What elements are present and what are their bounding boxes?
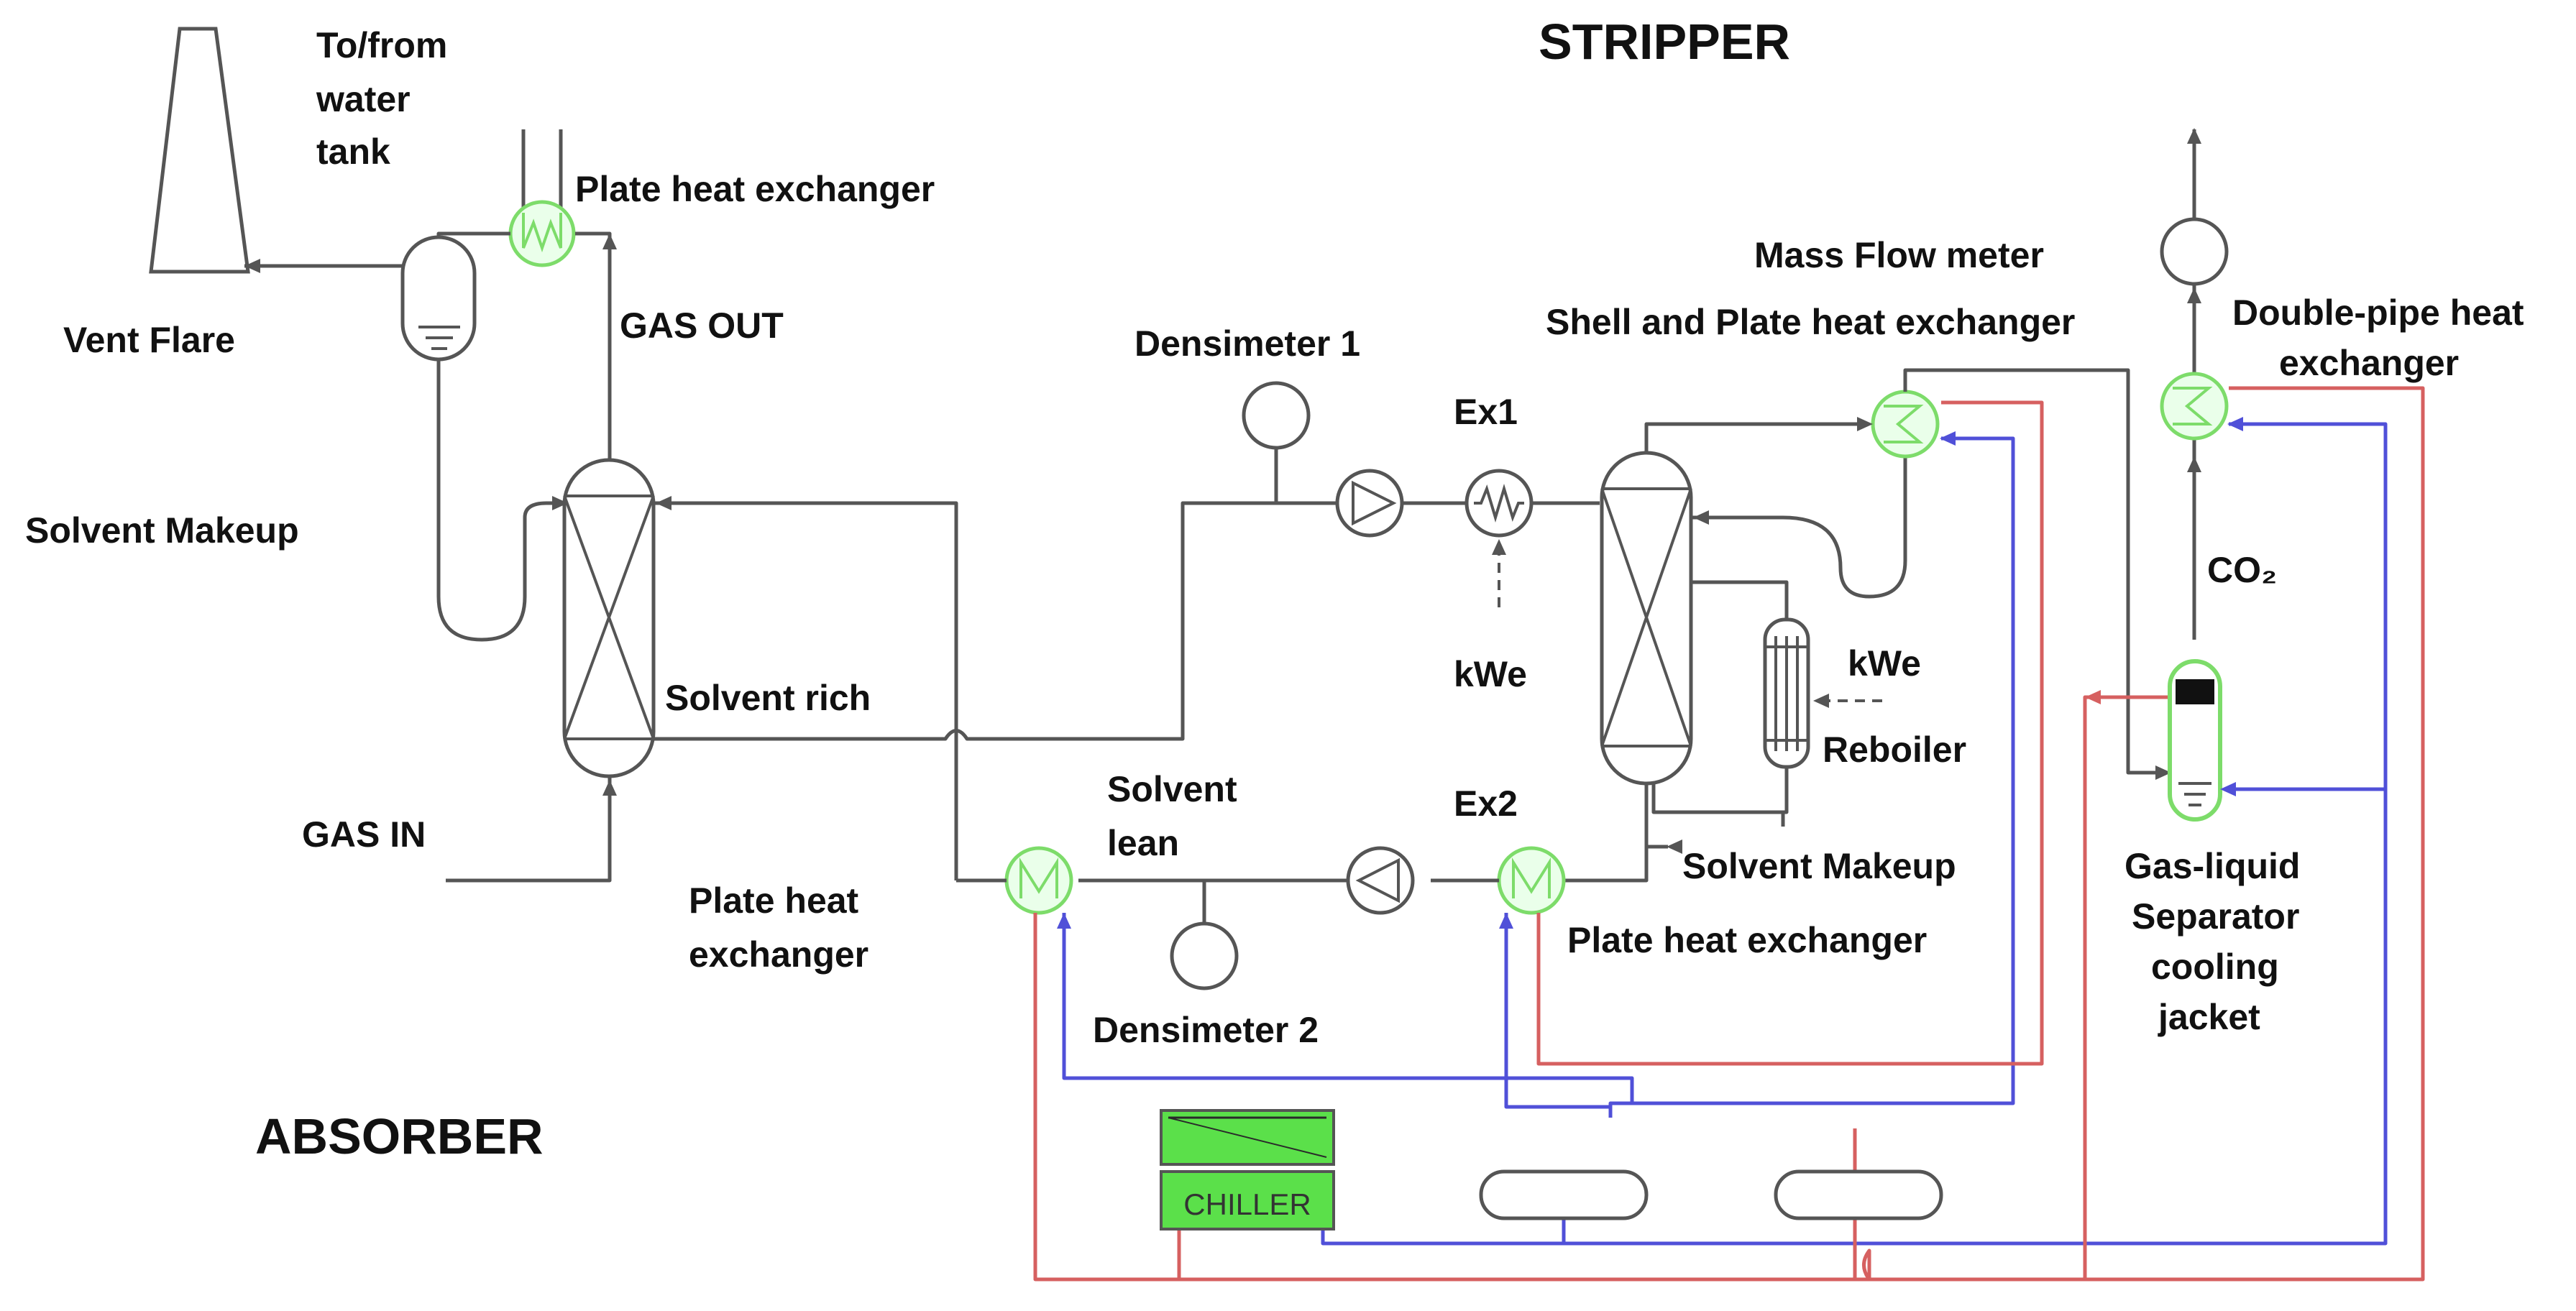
kwe-label-1: kWe [1454,654,1527,694]
double-pipe-hx-label-2: exchanger [2279,343,2459,383]
ex2-plate-heat-exchanger [1497,846,1566,915]
plate-heat-exchanger-left [1004,846,1073,915]
solvent-makeup-right-label: Solvent Makeup [1682,846,1956,886]
double-pipe-hx-label-1: Double-pipe heat [2232,293,2524,333]
to-from-water-tank-label-3: tank [316,132,390,172]
stripper-title: STRIPPER [1539,14,1790,70]
separator-label-1: Gas-liquid [2124,846,2300,886]
solvent-lean-label-2: lean [1107,823,1179,863]
knockout-drum [400,235,477,362]
lean-solvent-pump [1346,846,1415,915]
to-from-water-tank-label-2: water [316,79,411,119]
separator-label-3: cooling [2151,947,2279,987]
ex1-electric-heater [1465,469,1534,538]
vent-flare-stack [149,27,250,274]
stripper-column [1600,451,1693,786]
densimeter-1 [1242,381,1311,450]
plate-hx-left-label-2: exchanger [689,934,868,975]
absorber-title: ABSORBER [255,1108,544,1164]
gas-in-label: GAS IN [302,814,426,855]
reboiler [1763,617,1810,769]
plate-heat-exchanger-top [508,200,576,267]
plate-hx-mid-label: Plate heat exchanger [1567,920,1927,960]
cooling-water-supply-lines [1057,417,2388,1246]
solvent-rich-label: Solvent rich [665,678,871,718]
ex2-label: Ex2 [1454,783,1518,824]
gas-liquid-separator [2168,659,2222,822]
chiller-label: CHILLER [1183,1187,1311,1221]
densimeter-1-label: Densimeter 1 [1135,323,1360,364]
shell-and-plate-heat-exchanger [1871,390,1940,459]
chiller-unit [1160,1109,1335,1230]
vent-flare-label: Vent Flare [63,320,235,360]
coolant-tank-1 [1479,1169,1649,1220]
rich-solvent-pump [1335,469,1404,538]
separator-label-2: Separator [2132,896,2299,937]
separator-label-4: jacket [2158,997,2260,1037]
co2-label: CO₂ [2207,550,2277,590]
densimeter-2-label: Densimeter 2 [1093,1010,1319,1050]
gas-out-label: GAS OUT [620,305,784,346]
plate-hx-left-label-1: Plate heat [689,880,859,921]
solvent-lean-label-1: Solvent [1107,769,1237,809]
plate-hx-top-label: Plate heat exchanger [575,169,935,209]
cooling-water-return-lines [1033,386,2425,1282]
solvent-makeup-left-label: Solvent Makeup [25,510,299,551]
double-pipe-heat-exchanger [2160,372,2229,441]
kwe-label-2: kWe [1848,643,1921,684]
mass-flow-meter-label: Mass Flow meter [1754,235,2044,275]
densimeter-2 [1170,921,1239,990]
mass-flow-meter [2160,217,2229,286]
absorber-column [562,458,656,778]
ex1-label: Ex1 [1454,392,1518,432]
shell-plate-hx-label: Shell and Plate heat exchanger [1546,302,2075,342]
coolant-tank-2 [1774,1169,1943,1220]
reboiler-label: Reboiler [1823,730,1966,770]
to-from-water-tank-label-1: To/from [316,25,447,65]
